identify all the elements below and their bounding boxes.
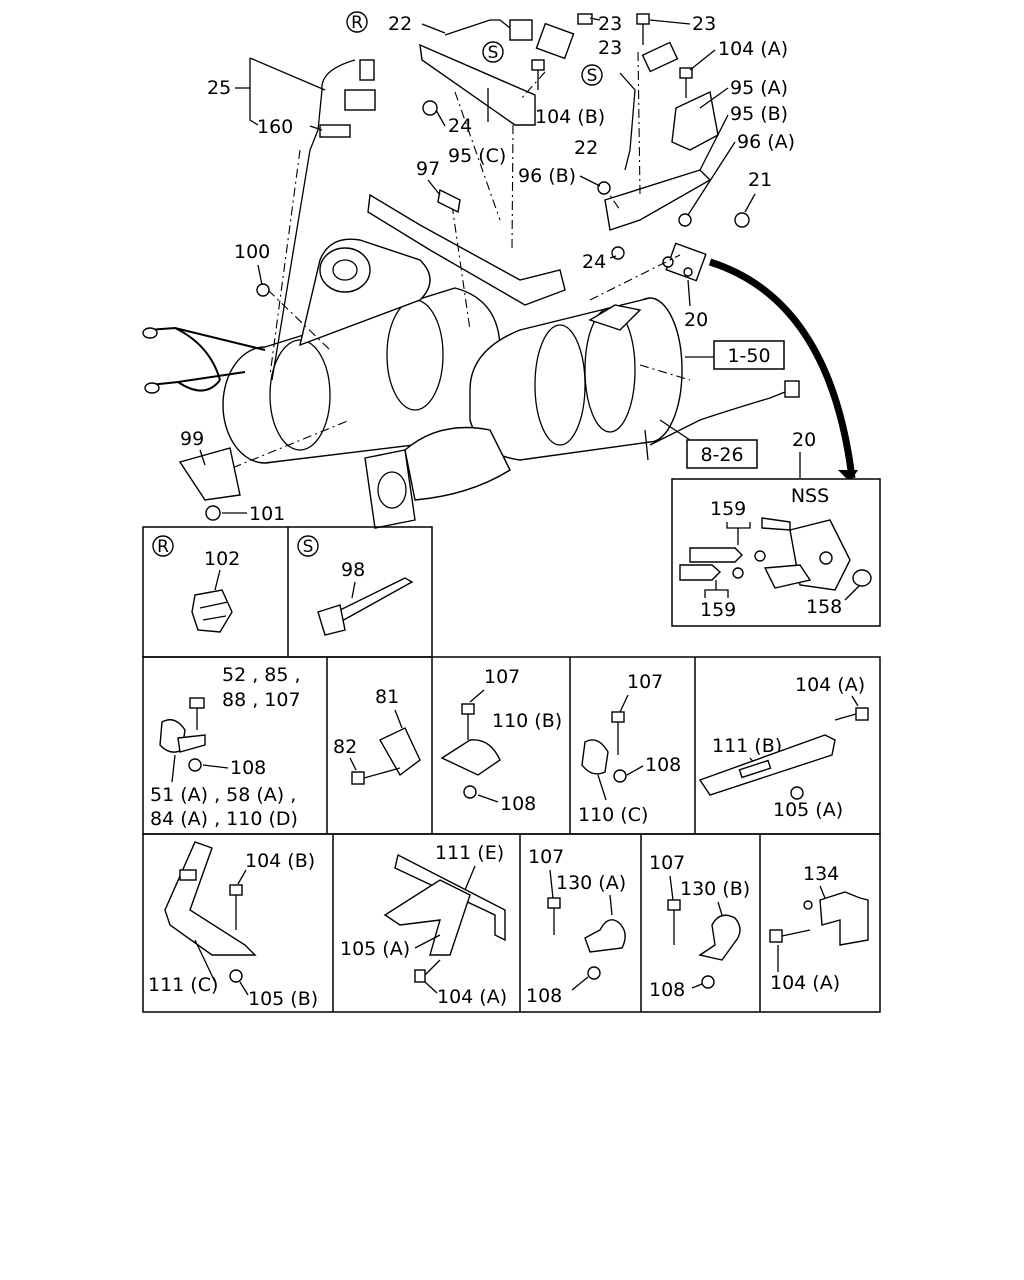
ref-8-26-label[interactable]: 8-26 [700,444,743,466]
panel7-callout-105a: 105 (A) [340,938,410,960]
outlet-flange [364,426,511,529]
callout-23-mid: 23 [598,37,622,59]
panel8-callout-108: 108 [526,985,562,1007]
panel9-callout-130b: 130 (B) [680,878,750,900]
callout-101: 101 [249,503,285,525]
panel-clip-130a: 107 130 (A) 108 [526,846,626,1007]
panel8-callout-107: 107 [528,846,564,868]
sensor-harness [649,389,791,446]
ref-1-50-label[interactable]: 1-50 [727,345,770,367]
panel-r-callout-102: 102 [204,548,240,570]
panel3-callout-108: 108 [500,793,536,815]
panel5-callout-104a: 104 (A) [795,674,865,696]
callout-99: 99 [180,428,204,450]
callout-160: 160 [257,116,293,138]
panel6-callout-111c: 111 (C) [148,974,218,996]
panel-clip-130b: 107 130 (B) 108 [649,852,750,1001]
callout-95a: 95 (A) [730,77,788,99]
front-mount-bracket [147,326,266,392]
panel-s-callout-98: 98 [341,559,365,581]
panel3-callout-110b: 110 (B) [492,710,562,732]
callout-23-top: 23 [598,13,622,35]
panel4-callout-110c: 110 (C) [578,804,648,826]
panel8-callout-130a: 130 (A) [556,872,626,894]
panel-bracket-134: 134 104 (A) [769,863,869,994]
hose-to-nss [708,258,856,479]
panel-s-rod-98: S 98 [297,535,414,636]
panel3-callout-107: 107 [484,666,520,688]
panel-bracket-111c: 104 (B) 111 (C) 105 (B) [148,841,318,1010]
panel9-callout-107: 107 [649,852,685,874]
bracket-95b [604,169,712,231]
circled-tag-s-2: S [587,66,598,86]
panel-bracket-111b: 104 (A) 111 (B) 105 (A) [698,674,869,821]
panel-clamp-51-58-84-110d: 52 , 85 , 88 , 107 108 51 (A) , 58 (A) ,… [150,664,301,830]
panel10-callout-134: 134 [803,863,839,885]
panel-bracket-111e: 111 (E) 105 (A) 104 (A) [340,842,507,1008]
callout-20-main: 20 [684,309,708,331]
panel1-callout-bottom-line2: 84 (A) , 110 (D) [150,808,298,830]
right-canister [469,297,683,461]
circled-tag-r: R [351,13,363,33]
panel9-callout-108: 108 [649,979,685,1001]
callout-104a-top: 104 (A) [718,38,788,60]
panel-s-tag: S [303,537,314,557]
top-support-bracket [367,193,566,306]
callout-100: 100 [234,241,270,263]
panel1-callout-108: 108 [230,757,266,779]
panel4-callout-108: 108 [645,754,681,776]
panel7-callout-111e: 111 (E) [435,842,504,864]
sensor-wire-25 [271,59,356,381]
ref-box-8-26[interactable] [686,439,758,469]
nss-callout-159-top: 159 [710,498,746,520]
callout-24-top: 24 [448,115,472,137]
panel6-callout-104b: 104 (B) [245,850,315,872]
fasteners [178,13,750,521]
panel5-callout-111b: 111 (B) [712,735,782,757]
panel1-callout-top-line1: 52 , 85 , [222,664,301,686]
panel1-callout-bottom-line1: 51 (A) , 58 (A) , [150,784,296,806]
panel2-callout-81: 81 [375,686,399,708]
callout-22-top: 22 [388,13,412,35]
nss-callout-159-bottom: 159 [700,599,736,621]
nss-valve-unit [662,242,707,282]
ref-box-1-50[interactable] [713,340,785,370]
panel2-callout-82: 82 [333,736,357,758]
callout-21: 21 [748,169,772,191]
circled-tag-s: S [488,43,499,63]
callout-22-mid: 22 [574,137,598,159]
callout-95c: 95 (C) [448,145,506,167]
callout-104b-top: 104 (B) [535,106,605,128]
panel6-callout-105b: 105 (B) [248,988,318,1010]
nss-callout-158: 158 [806,596,842,618]
panel1-callout-top-line2: 88 , 107 [222,689,301,711]
panel-clamp-110b: 107 110 (B) 108 [440,666,562,815]
callout-20-nss: 20 [792,429,816,451]
callout-25: 25 [207,77,231,99]
main-callouts: R S S 25 160 22 23 23 23 104 (A) 104 (B)… [180,11,816,525]
panel-r-tag: R [157,537,169,557]
panel5-callout-105a: 105 (A) [773,799,843,821]
callout-96b: 96 (B) [518,165,576,187]
exhaust-aftertreatment-assembly [142,13,858,529]
callout-96a: 96 (A) [737,131,795,153]
panel4-callout-107: 107 [627,671,663,693]
panel-clamp-110c: 107 108 110 (C) [578,671,681,826]
callout-97: 97 [416,158,440,180]
panel7-callout-104a: 104 (A) [437,986,507,1008]
detail-panels-grid [142,526,881,1013]
callout-24-lower: 24 [582,251,606,273]
nss-title: NSS [791,485,829,507]
callout-23-right: 23 [692,13,716,35]
nss-detail: NSS 159 159 158 [671,478,881,627]
callout-95b: 95 (B) [730,103,788,125]
panel-bracket-81: 81 82 [333,686,421,785]
bracket-95c [419,43,536,126]
panel-r-clip-102: R 102 [152,535,240,633]
panel10-callout-104a: 104 (A) [770,972,840,994]
